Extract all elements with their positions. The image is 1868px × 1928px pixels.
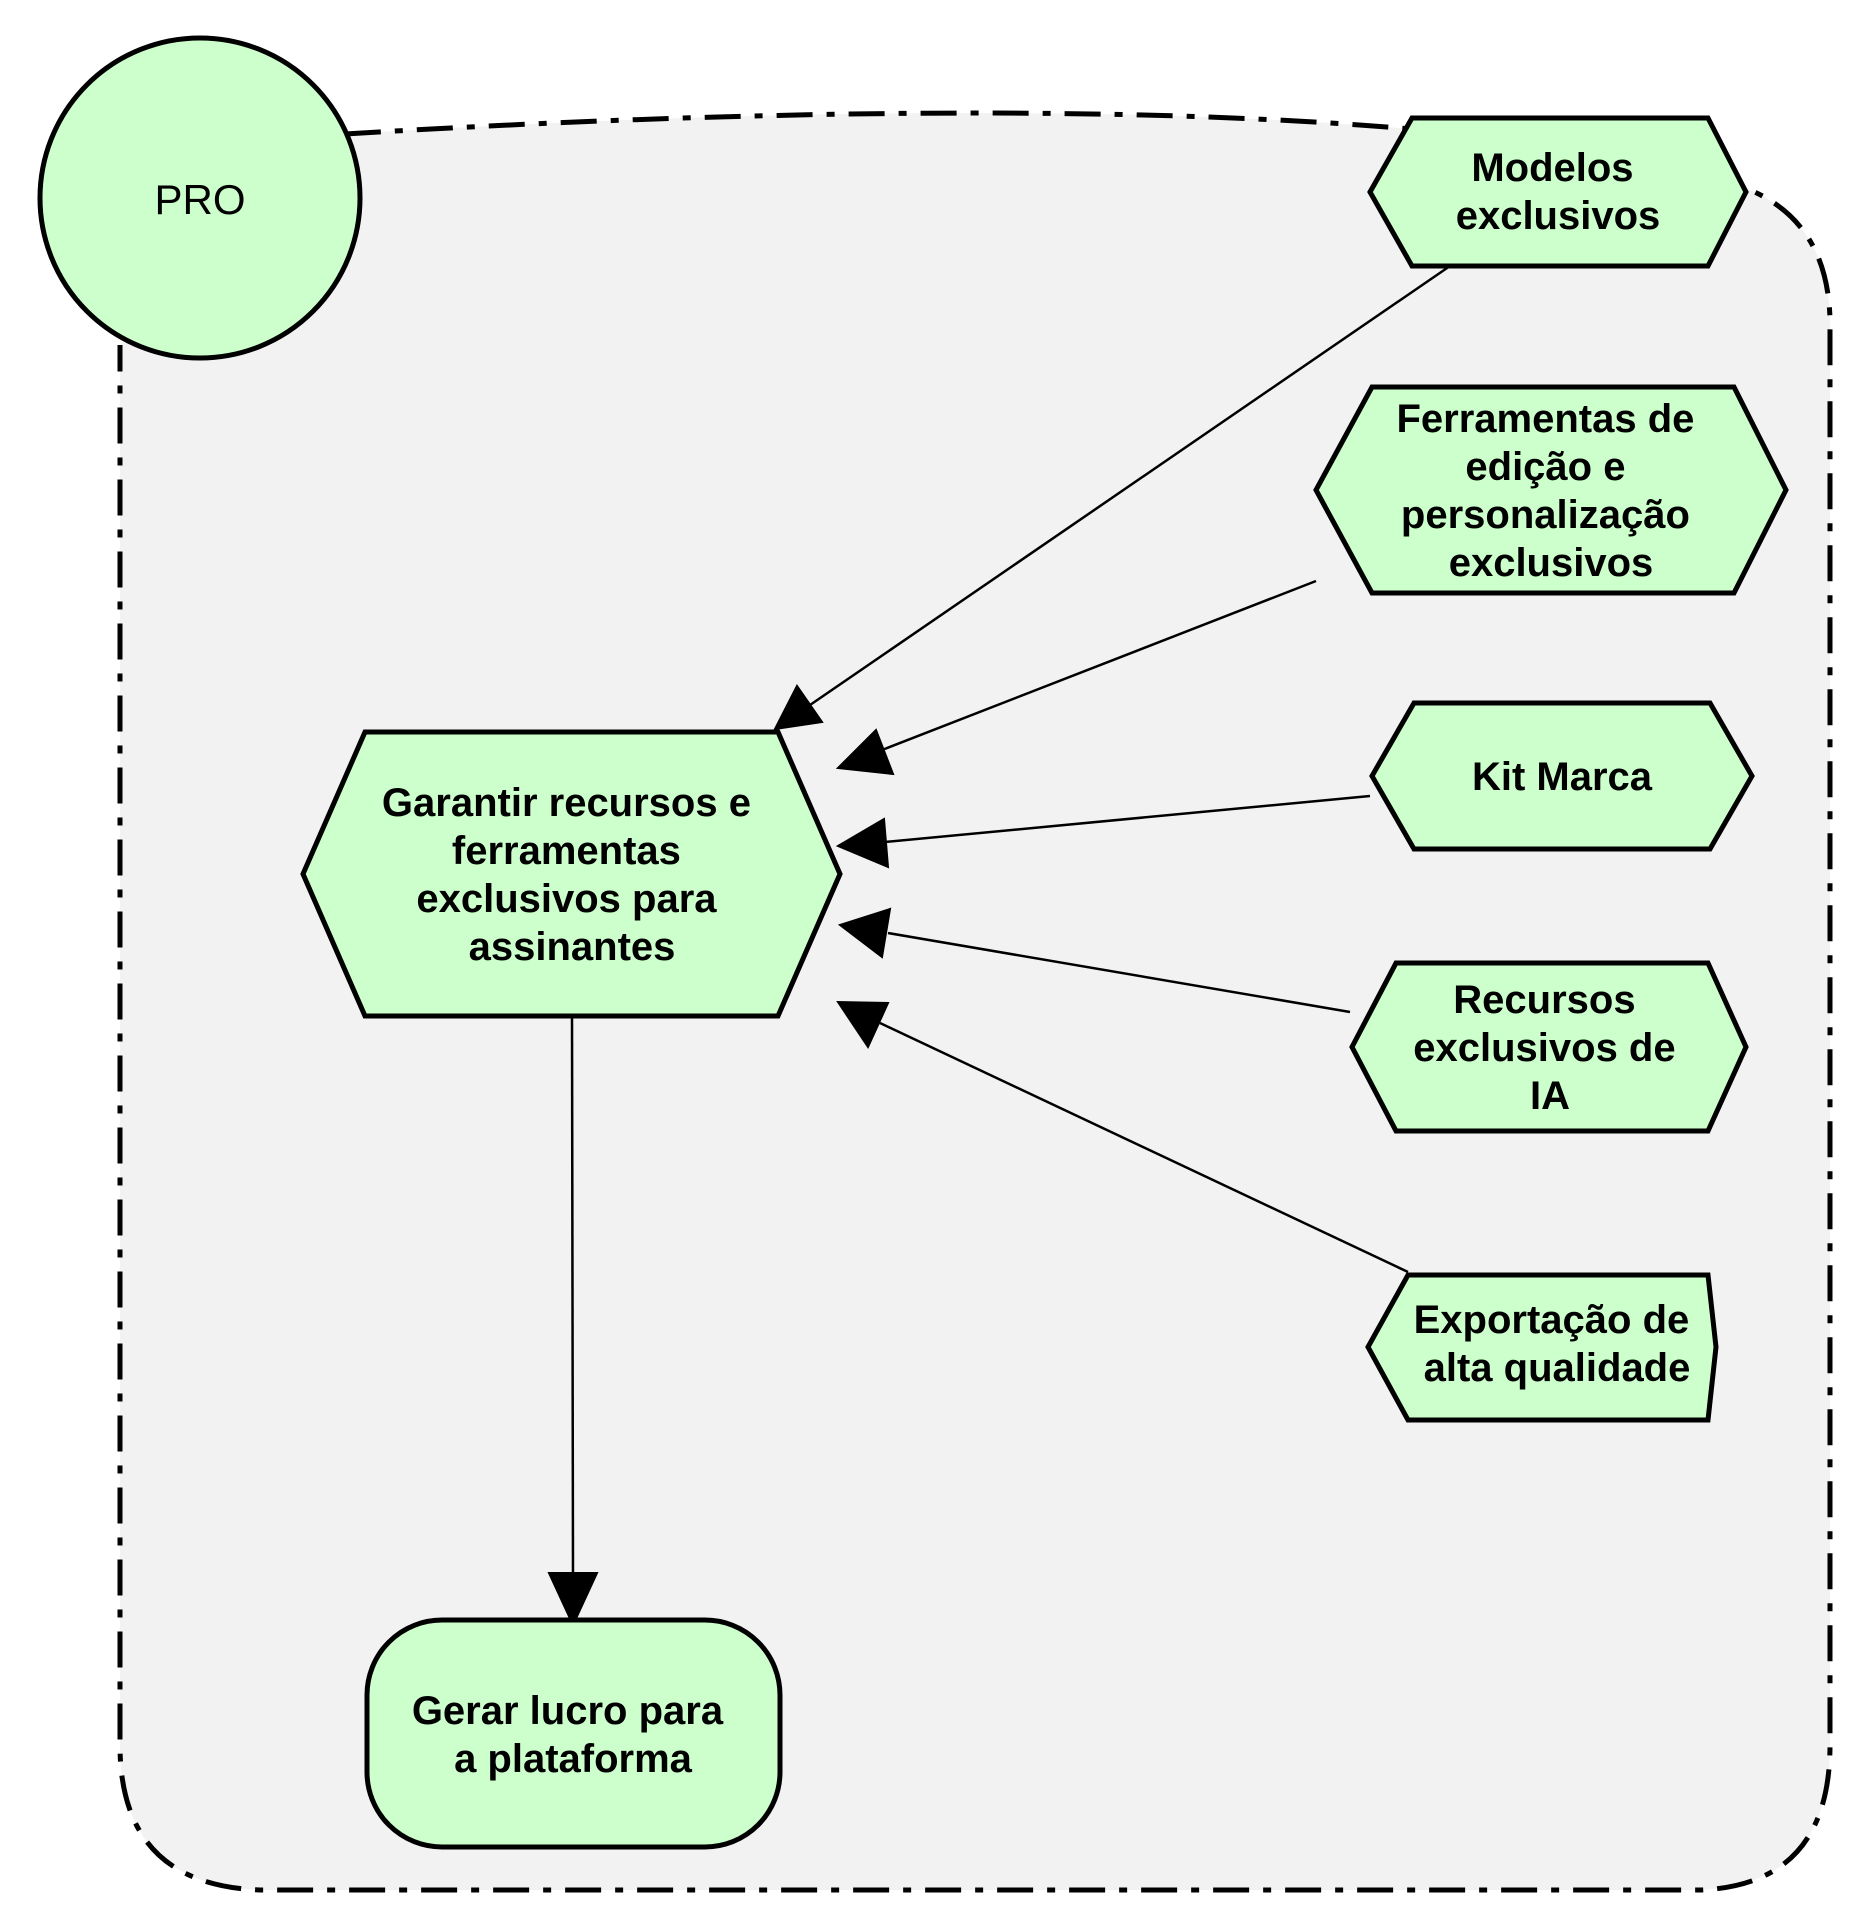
arrowhead-ferramentas <box>835 728 895 776</box>
kit-node: Kit Marca <box>1369 700 1755 852</box>
ferramentas-line: exclusivos <box>1449 541 1654 585</box>
export-line: Exportação de <box>1414 1298 1690 1342</box>
modelos-label: Modelos exclusivos <box>1456 146 1661 238</box>
modelos-line: exclusivos <box>1456 194 1661 238</box>
edge-goal-to-outcome <box>570 1015 575 1579</box>
arrowhead-kit <box>835 817 890 869</box>
goal-line: exclusivos para <box>416 877 717 921</box>
actor-circle <box>37 35 363 361</box>
goal-node: Garantir recursos e ferramentas exclusiv… <box>300 729 843 1019</box>
actor-pro: PRO <box>37 35 363 361</box>
ia-shape <box>1349 960 1749 1134</box>
outcome-node: Gerar lucro para a plataforma <box>364 1617 783 1850</box>
modelos-node: Modelos exclusivos <box>1367 115 1749 269</box>
ia-label: Recursos exclusivos de IA <box>1413 978 1687 1118</box>
modelos-shape <box>1367 115 1749 269</box>
kit-line: Kit Marca <box>1472 755 1653 799</box>
ferramentas-shape <box>1313 384 1789 596</box>
actor-label: PRO <box>154 176 245 223</box>
modelos-line: Modelos <box>1471 146 1633 190</box>
export-shape <box>1365 1272 1719 1423</box>
outcome-label: Gerar lucro para a plataforma <box>412 1689 734 1781</box>
arrowhead-ia <box>837 907 892 959</box>
arrowhead-modelos <box>773 684 824 731</box>
edge-modelos-to-goal <box>809 264 1451 707</box>
goal-line: ferramentas <box>452 829 681 873</box>
outcome-shape <box>364 1617 783 1850</box>
ferramentas-line: personalização <box>1401 493 1690 537</box>
goal-line: assinantes <box>469 925 676 969</box>
ferramentas-label: Ferramentas de edição e personalização e… <box>1396 397 1705 585</box>
edge-ferramentas-to-goal <box>881 579 1317 752</box>
ferramentas-line: Ferramentas de <box>1396 397 1694 441</box>
export-label: Exportação de alta qualidade <box>1414 1298 1701 1390</box>
kit-label: Kit Marca <box>1472 755 1653 799</box>
ferramentas-line: edição e <box>1465 445 1625 489</box>
arrowhead-export <box>836 1000 890 1050</box>
edges <box>547 264 1451 1628</box>
ia-line: IA <box>1530 1074 1570 1118</box>
goal-line: Garantir recursos e <box>382 781 751 825</box>
arrowhead-outcome <box>547 1572 599 1628</box>
outcome-line: a plataforma <box>454 1737 693 1781</box>
ia-line: Recursos <box>1453 978 1635 1022</box>
outcome-line: Gerar lucro para <box>412 1689 724 1733</box>
kit-shape <box>1369 700 1755 852</box>
ia-line: exclusivos de <box>1413 1026 1675 1070</box>
export-line: alta qualidade <box>1424 1346 1691 1390</box>
goal-shape <box>300 729 843 1019</box>
goal-label: Garantir recursos e ferramentas exclusiv… <box>382 781 762 969</box>
ia-node: Recursos exclusivos de IA <box>1349 960 1749 1134</box>
ferramentas-node: Ferramentas de edição e personalização e… <box>1313 384 1789 596</box>
export-node: Exportação de alta qualidade <box>1365 1272 1719 1423</box>
edge-ia-to-goal <box>887 931 1351 1014</box>
edge-export-to-goal <box>879 1021 1409 1274</box>
edge-kit-to-goal <box>884 794 1371 844</box>
